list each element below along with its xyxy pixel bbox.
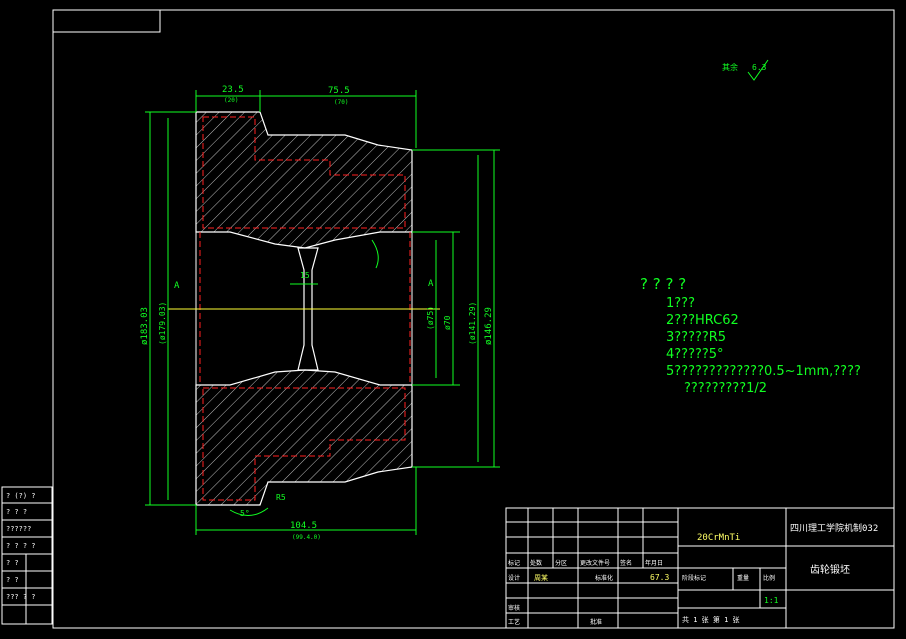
left-table-label: ? ? ?: [6, 508, 27, 516]
notes-heading: ? ? ? ?: [640, 275, 687, 293]
dim-chamfer: R5: [276, 493, 286, 502]
school-label: 四川理工学院机制032: [790, 522, 878, 534]
left-table-label: ? ?: [6, 576, 19, 584]
section-label-left: A: [174, 281, 180, 291]
note-line: 5?????????????0.5~1mm,????: [666, 364, 861, 379]
title-cell-label: 工艺: [508, 618, 520, 626]
note-line: 1???: [666, 296, 695, 311]
title-cell-label: 比例: [763, 574, 775, 582]
title-cell-label: 签名: [620, 559, 632, 567]
title-cell-label: 处数: [530, 559, 542, 567]
note-line: 4?????5°: [666, 347, 724, 362]
dim-right-dia: ø146.29: [484, 307, 494, 345]
material-label: 20CrMnTi: [697, 533, 740, 543]
title-cell-label: 分区: [555, 559, 567, 567]
left-table-label: ??? ? ?: [6, 593, 36, 601]
title-block-text: 20CrMnTi 四川理工学院机制032 齿轮锻坯 1:1 共 1 张 第 1 …: [534, 522, 878, 624]
technical-notes: ? ? ? ? 1??? 2???HRC62 3?????R5 4?????5° 5??…: [640, 276, 861, 397]
dim-web: 15: [300, 271, 310, 280]
dim-top-left-sub: (20): [224, 97, 238, 104]
dim-bore-dia-ref: (ø75): [426, 306, 435, 330]
left-table-label: ? ?: [6, 559, 19, 567]
section-label-right: A: [428, 279, 434, 289]
dim-right-dia-ref: (ø141.29): [468, 302, 477, 345]
left-table-label: ? ? ? ?: [6, 542, 36, 550]
dim-bottom-sub: (99.4.0): [292, 534, 321, 541]
roughness-icon: [747, 59, 769, 81]
dim-top-right: 75.5: [328, 86, 350, 96]
title-cell-label: 重量: [737, 574, 749, 582]
title-block: [505, 507, 895, 629]
left-table-label: ??????: [6, 525, 31, 533]
dim-angle: 5°: [240, 509, 250, 518]
roughness-note: 其余 6.3: [722, 59, 769, 81]
dim-outer-dia-ref: (ø179.03): [158, 302, 167, 345]
title-cell-label: 标准化: [595, 574, 613, 582]
dim-outer-dia: ø183.03: [140, 307, 150, 345]
notes-list: 1??? 2???HRC62 3?????R5 4?????5° 5??????????…: [640, 295, 861, 397]
left-table-labels: ? (?) ? ? ? ??????? ? ? ? ? ? ? ? ? ??? ? ?: [6, 492, 36, 601]
scale-label: 1:1: [764, 596, 779, 605]
roughness-prefix: 其余: [722, 62, 738, 72]
dim-top-left: 23.5: [222, 85, 244, 95]
sheet-label: 共 1 张 第 1 张: [682, 615, 740, 624]
part-name-label: 齿轮锻坯: [810, 563, 850, 576]
part-cross-section: [195, 111, 413, 506]
dimension-lines: [145, 90, 500, 535]
sheet-border: [52, 9, 895, 629]
weight-label: 67.3: [650, 573, 669, 582]
title-cell-label: 年月日: [645, 559, 663, 567]
title-cell-label: 阶段标记: [682, 574, 706, 582]
dim-bore-dia: ø70: [443, 315, 452, 330]
title-cell-label: 更改文件号: [580, 559, 610, 567]
title-cell-label: 批准: [590, 618, 602, 626]
dim-bottom: 104.5: [290, 521, 317, 531]
note-line: 2???HRC62: [666, 313, 739, 328]
title-cell-label: 设计: [508, 574, 520, 582]
roughness-value: 6.3: [752, 63, 767, 72]
dim-top-right-sub: (70): [334, 99, 348, 106]
title-cell-label: 审核: [508, 604, 520, 612]
note-line: 3?????R5: [666, 330, 727, 345]
drawing-number-box: [52, 9, 161, 33]
left-table-label: ? (?) ?: [6, 492, 36, 500]
dimension-texts: 23.5 (20) 75.5 (70) 104.5 (99.4.0) ø183.…: [140, 85, 494, 541]
left-side-table: [1, 486, 53, 625]
title-cell-label: 标记: [508, 559, 520, 567]
designer-label: 周某: [534, 574, 548, 582]
note-line: ?????????1/2: [684, 381, 768, 396]
